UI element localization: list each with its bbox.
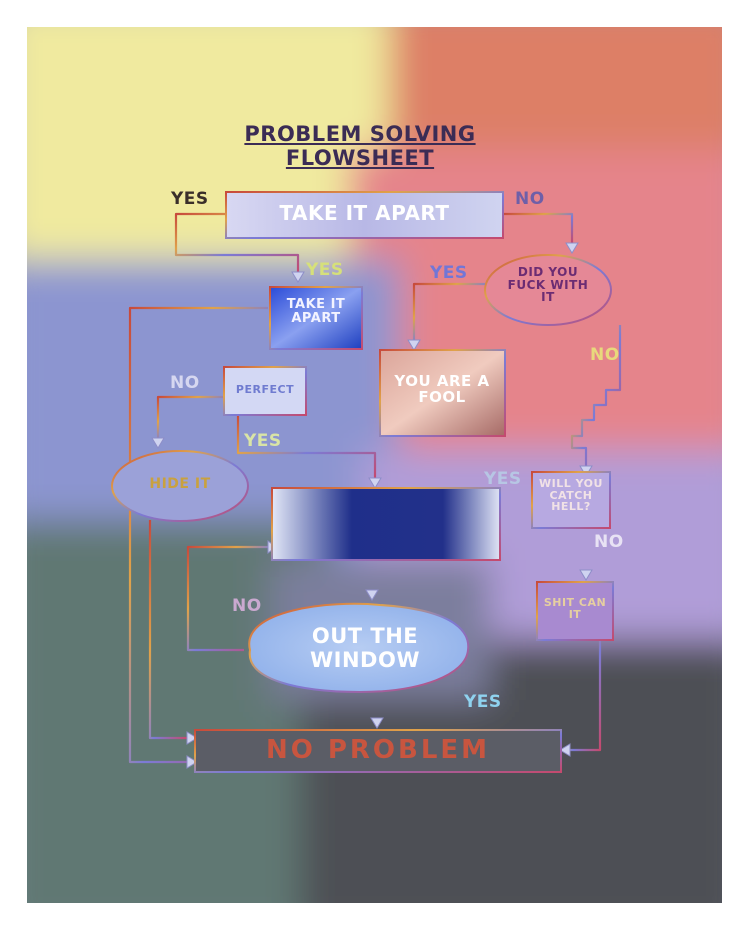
node-catch: WILL YOU CATCH HELL? <box>539 477 603 514</box>
edge-label-yes: YES <box>430 263 468 283</box>
diagram-title: PROBLEM SOLVING FLOWSHEET <box>244 122 476 171</box>
arrow-head-icon <box>186 731 198 745</box>
arrow-head-icon <box>365 589 379 601</box>
node-did-you: DID YOU FUCK WITH IT <box>507 265 589 305</box>
node-shitcan-box <box>536 581 614 641</box>
arrow-head-icon <box>407 339 421 351</box>
node-perfect-box <box>223 366 307 416</box>
edge-label-no: NO <box>594 532 624 552</box>
arrow-head-icon <box>151 437 165 449</box>
edge-label-no: NO <box>232 596 262 616</box>
node-photo-chain-box <box>271 487 501 561</box>
edge-left-long <box>128 306 268 764</box>
edge-label-no: NO <box>590 345 620 365</box>
node-perfect: PERFECT <box>235 383 295 396</box>
edge-yes-loop <box>174 212 300 272</box>
arrow-head-icon <box>370 717 384 729</box>
arrow-head-icon <box>291 271 305 283</box>
edge-label-yes: YES <box>464 692 502 712</box>
node-catch-box <box>531 471 611 529</box>
node-take-apart-1-box <box>225 191 504 239</box>
node-take-apart-2-box <box>269 286 363 350</box>
edge-label-yes: YES <box>171 189 209 209</box>
arrow-head-icon <box>565 242 579 254</box>
node-shitcan: SHIT CAN IT <box>543 596 607 621</box>
edge-label-yes: YES <box>306 260 344 280</box>
edge-no-perfect <box>156 395 224 438</box>
node-fool: YOU ARE A FOOL <box>394 372 490 406</box>
node-fool-box <box>379 349 506 437</box>
node-take-apart-2: TAKE IT APART <box>286 297 346 326</box>
edge-label-no: NO <box>515 189 545 209</box>
arrow-head-icon <box>368 477 382 489</box>
edge-yes-to-fool <box>412 282 485 340</box>
edge-label-yes: YES <box>484 469 522 489</box>
edge-label-yes: YES <box>244 431 282 451</box>
edge-no-window <box>186 545 268 652</box>
node-hide: HIDE IT <box>149 476 211 492</box>
edge-no-top <box>503 212 574 243</box>
arrow-head-icon <box>579 569 593 581</box>
edge-shitcan <box>570 640 602 752</box>
node-did-you-shape <box>484 254 612 326</box>
node-window-shape <box>248 602 470 694</box>
node-hide-shape <box>111 450 249 522</box>
node-take-apart-1: TAKE IT APART <box>279 201 450 225</box>
arrow-head-icon <box>559 743 571 757</box>
node-no-problem: NO PROBLEM <box>265 735 491 765</box>
arrow-head-icon <box>186 755 198 769</box>
edge-no-stairs <box>570 325 622 466</box>
node-window: OUT THE WINDOW <box>310 624 420 673</box>
edge-perfect-down <box>236 415 377 478</box>
edge-label-no: NO <box>170 373 200 393</box>
edge-hide-down <box>148 520 187 740</box>
node-no-problem-box <box>194 729 562 773</box>
